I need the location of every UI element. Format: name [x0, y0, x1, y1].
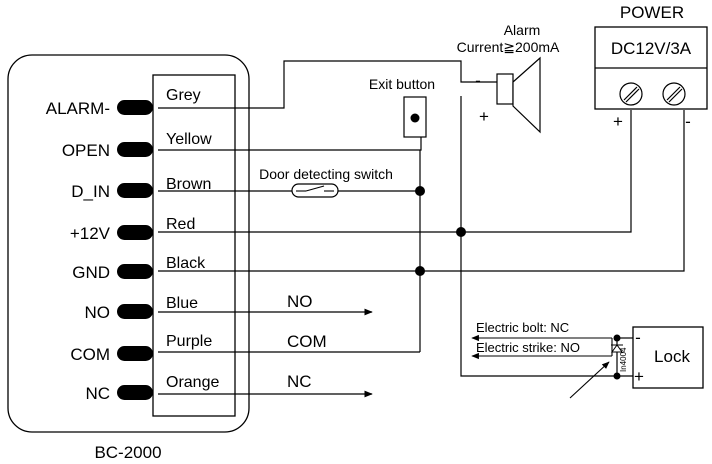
controller-model-label: BC-2000: [94, 443, 161, 462]
terminal-open-label: OPEN: [62, 141, 110, 160]
alarm-minus-label: -: [475, 71, 481, 90]
wire-label-panel: [152, 74, 236, 417]
exit-button-icon: [403, 96, 427, 138]
alarm-speaker-icon: [496, 56, 541, 134]
terminal-com-label: COM: [70, 345, 110, 364]
electric-bolt-label: Electric bolt: NC: [476, 320, 569, 335]
terminal-no-label: NO: [85, 303, 111, 322]
lock-junction-dots: [613, 334, 621, 380]
terminal-nc-label: NC: [85, 384, 110, 403]
terminal-din-label: D_IN: [71, 182, 110, 201]
wire-yellow-label: Yellow: [166, 131, 212, 148]
door-switch-icon: [291, 183, 339, 198]
lock-label: Lock: [654, 347, 690, 366]
relay-com-label: COM: [287, 332, 327, 351]
electric-strike-label: Electric strike: NO: [476, 340, 580, 355]
exit-button-label: Exit button: [369, 76, 435, 92]
terminal-pins: [117, 100, 153, 400]
relay-nc-label: NC: [287, 372, 312, 391]
wires: [158, 60, 685, 398]
diode-icon: [611, 344, 623, 353]
power-plus-label: +: [613, 112, 623, 131]
power-supply-box: [594, 26, 708, 110]
wire-black-label: Black: [166, 255, 206, 272]
alarm-plus-label: +: [479, 107, 489, 126]
lock-box: [632, 326, 704, 389]
alarm-current-label: Current≧200mA: [457, 39, 560, 55]
relay-no-label: NO: [287, 292, 313, 311]
terminal-alarm-label: ALARM-: [46, 99, 110, 118]
power-title: POWER: [620, 3, 684, 22]
junction-dots: [415, 186, 466, 276]
wire-red-label: Red: [166, 216, 195, 233]
power-minus-label: -: [685, 112, 691, 131]
wire-brown-label: Brown: [166, 176, 211, 193]
lock-wiring: [471, 334, 633, 399]
diode-label: In4004: [619, 347, 628, 372]
power-terminal-screws: [619, 82, 686, 106]
door-switch-label: Door detecting switch: [259, 166, 393, 182]
wire-grey-label: Grey: [166, 87, 201, 104]
lock-minus-label: -: [635, 328, 641, 347]
power-rating: DC12V/3A: [611, 39, 692, 58]
wire-orange-label: Orange: [166, 374, 219, 391]
wire-blue-label: Blue: [166, 295, 198, 312]
alarm-title: Alarm: [504, 22, 541, 38]
wire-purple-label: Purple: [166, 333, 212, 350]
terminal-gnd-label: GND: [72, 263, 110, 282]
terminal-12v-label: +12V: [70, 224, 111, 243]
lock-plus-label: +: [634, 367, 644, 386]
